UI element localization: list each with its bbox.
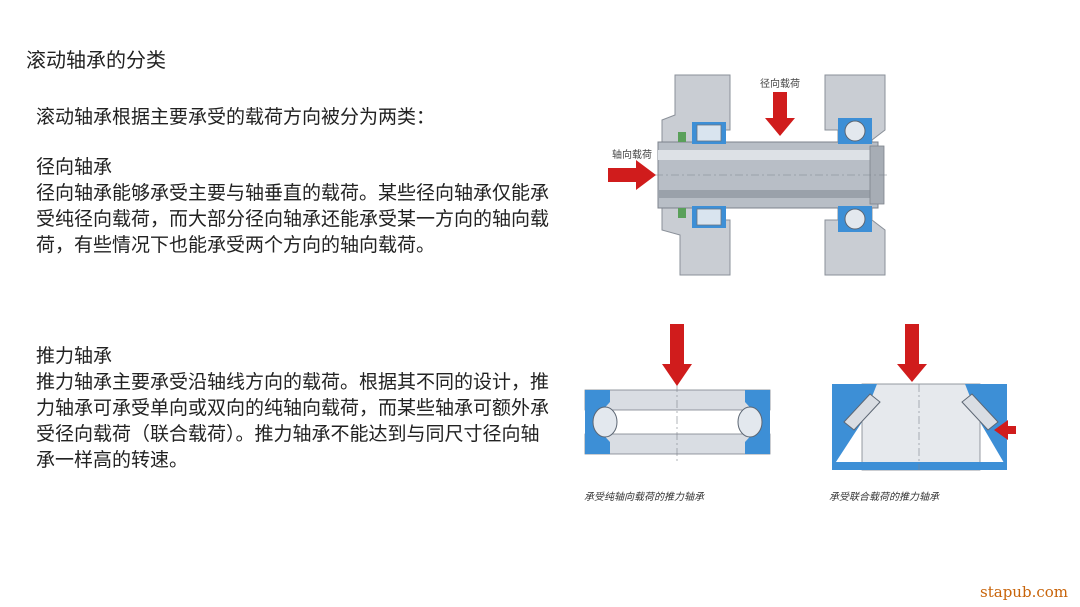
combined-axial-arrow bbox=[897, 324, 927, 382]
thrust-ball-bearing-diagram bbox=[584, 324, 771, 462]
right-caption: 承受联合载荷的推力轴承 bbox=[829, 492, 939, 503]
thrust-bearing-heading: 推力轴承 bbox=[36, 345, 113, 367]
radial-bearing-section: 径向轴承 径向轴承能够承受主要与轴垂直的载荷。某些径向轴承仅能承受纯径向载荷，而… bbox=[36, 154, 556, 258]
thrust-axial-arrow bbox=[662, 324, 692, 386]
watermark: stapub.com bbox=[980, 583, 1068, 601]
radial-bearing-heading: 径向轴承 bbox=[36, 156, 113, 178]
axial-load-label: 轴向载荷 bbox=[612, 150, 652, 161]
thrust-bearing-body: 推力轴承主要承受沿轴线方向的载荷。根据其不同的设计，推力轴承可承受单向或双向的纯… bbox=[36, 371, 550, 471]
radial-bearing-body: 径向轴承能够承受主要与轴垂直的载荷。某些径向轴承仅能承受纯径向载荷，而大部分径向… bbox=[36, 182, 550, 256]
combined-load-bearing-diagram bbox=[832, 324, 1016, 471]
intro-text: 滚动轴承根据主要承受的载荷方向被分为两类： bbox=[36, 106, 436, 128]
radial-bearing-diagram bbox=[608, 74, 890, 276]
slide-title: 滚动轴承的分类 bbox=[26, 48, 166, 72]
left-caption: 承受纯轴向载荷的推力轴承 bbox=[584, 492, 704, 503]
combined-radial-arrow bbox=[994, 420, 1016, 440]
axial-load-arrow bbox=[608, 160, 656, 190]
thrust-bearing-section: 推力轴承 推力轴承主要承受沿轴线方向的载荷。根据其不同的设计，推力轴承可承受单向… bbox=[36, 343, 556, 473]
radial-load-label: 径向载荷 bbox=[760, 79, 800, 90]
radial-load-arrow bbox=[765, 92, 795, 136]
